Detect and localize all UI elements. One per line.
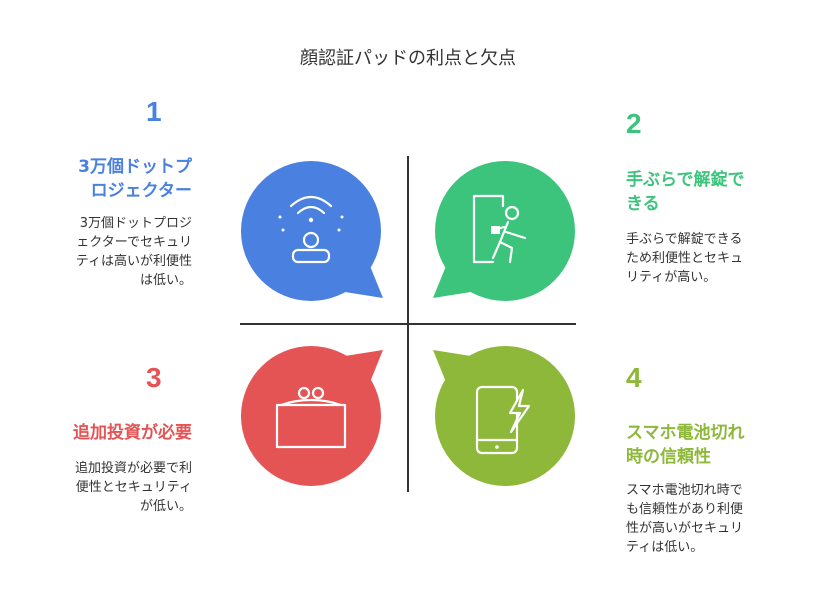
item-2-description: 手ぶらで解錠できる ため利便性とセキュ リティが高い。 [626,230,796,287]
item-2-description-line: ため利便性とセキュ [626,251,744,266]
item-3-heading: 追加投資が必要 [20,421,192,445]
item-1-heading-line: ロジェクター [90,181,192,201]
item-4-number: 4 [626,362,642,393]
item-1-description-line: 3万個ドットプロジ [79,216,192,231]
face-scan-icon [278,195,344,264]
item-3-description-line: 便性とセキュリティ [75,480,192,495]
item-4-description-line: スマホ電池切れ時で [626,483,743,498]
item-3-description-line: が低い。 [139,499,192,514]
item-3-heading-line: 追加投資が必要 [73,423,192,443]
bubble-3 [241,346,383,486]
item-4-heading-line: 時の信頼性 [626,447,711,467]
item-3-description-line: 追加投資が必要で利 [74,461,192,476]
item-4-description-line: ティは低い。 [626,540,704,555]
walk-through-door-icon [472,194,527,264]
item-1-heading: 3万個ドットプ ロジェクター [20,155,192,203]
item-4-heading: スマホ電池切れ 時の信頼性 [626,421,796,469]
item-1-description-line: ティは高いが利便性 [75,254,192,269]
item-1-description-line: は低い。 [139,273,192,288]
item-2-number: 2 [626,108,642,139]
item-2-heading-line: 手ぶらで解錠で [626,170,745,190]
item-2-description-line: リティが高い。 [626,270,717,285]
item-1-description: 3万個ドットプロジ ェクターでセキュリ ティは高いが利便性 は低い。 [20,214,192,290]
item-2-heading: 手ぶらで解錠で きる [626,168,796,216]
item-3-description: 追加投資が必要で利 便性とセキュリティ が低い。 [20,459,192,516]
item-4-description: スマホ電池切れ時で も信頼性があり利便 性が高いがセキュリ ティは低い。 [626,481,796,557]
item-1-number: 1 [146,96,162,127]
wallet-icon [275,386,347,449]
bubble-4 [433,346,575,486]
bubble-1 [241,161,383,301]
item-3-number: 3 [146,362,162,393]
item-1-heading-line: 3万個ドットプ [78,157,192,177]
diagram-title: 顔認証パッドの利点と欠点 [300,48,516,69]
item-2-heading-line: きる [626,194,660,214]
item-4-description-line: 性が高いがセキュリ [626,521,744,536]
phone-battery-icon [475,385,531,455]
bubble-2 [433,161,575,301]
item-4-description-line: も信頼性があり利便 [626,502,744,517]
item-2-description-line: 手ぶらで解錠できる [626,232,743,247]
item-1-description-line: ェクターでセキュリ [76,235,192,250]
item-4-heading-line: スマホ電池切れ [626,423,745,443]
